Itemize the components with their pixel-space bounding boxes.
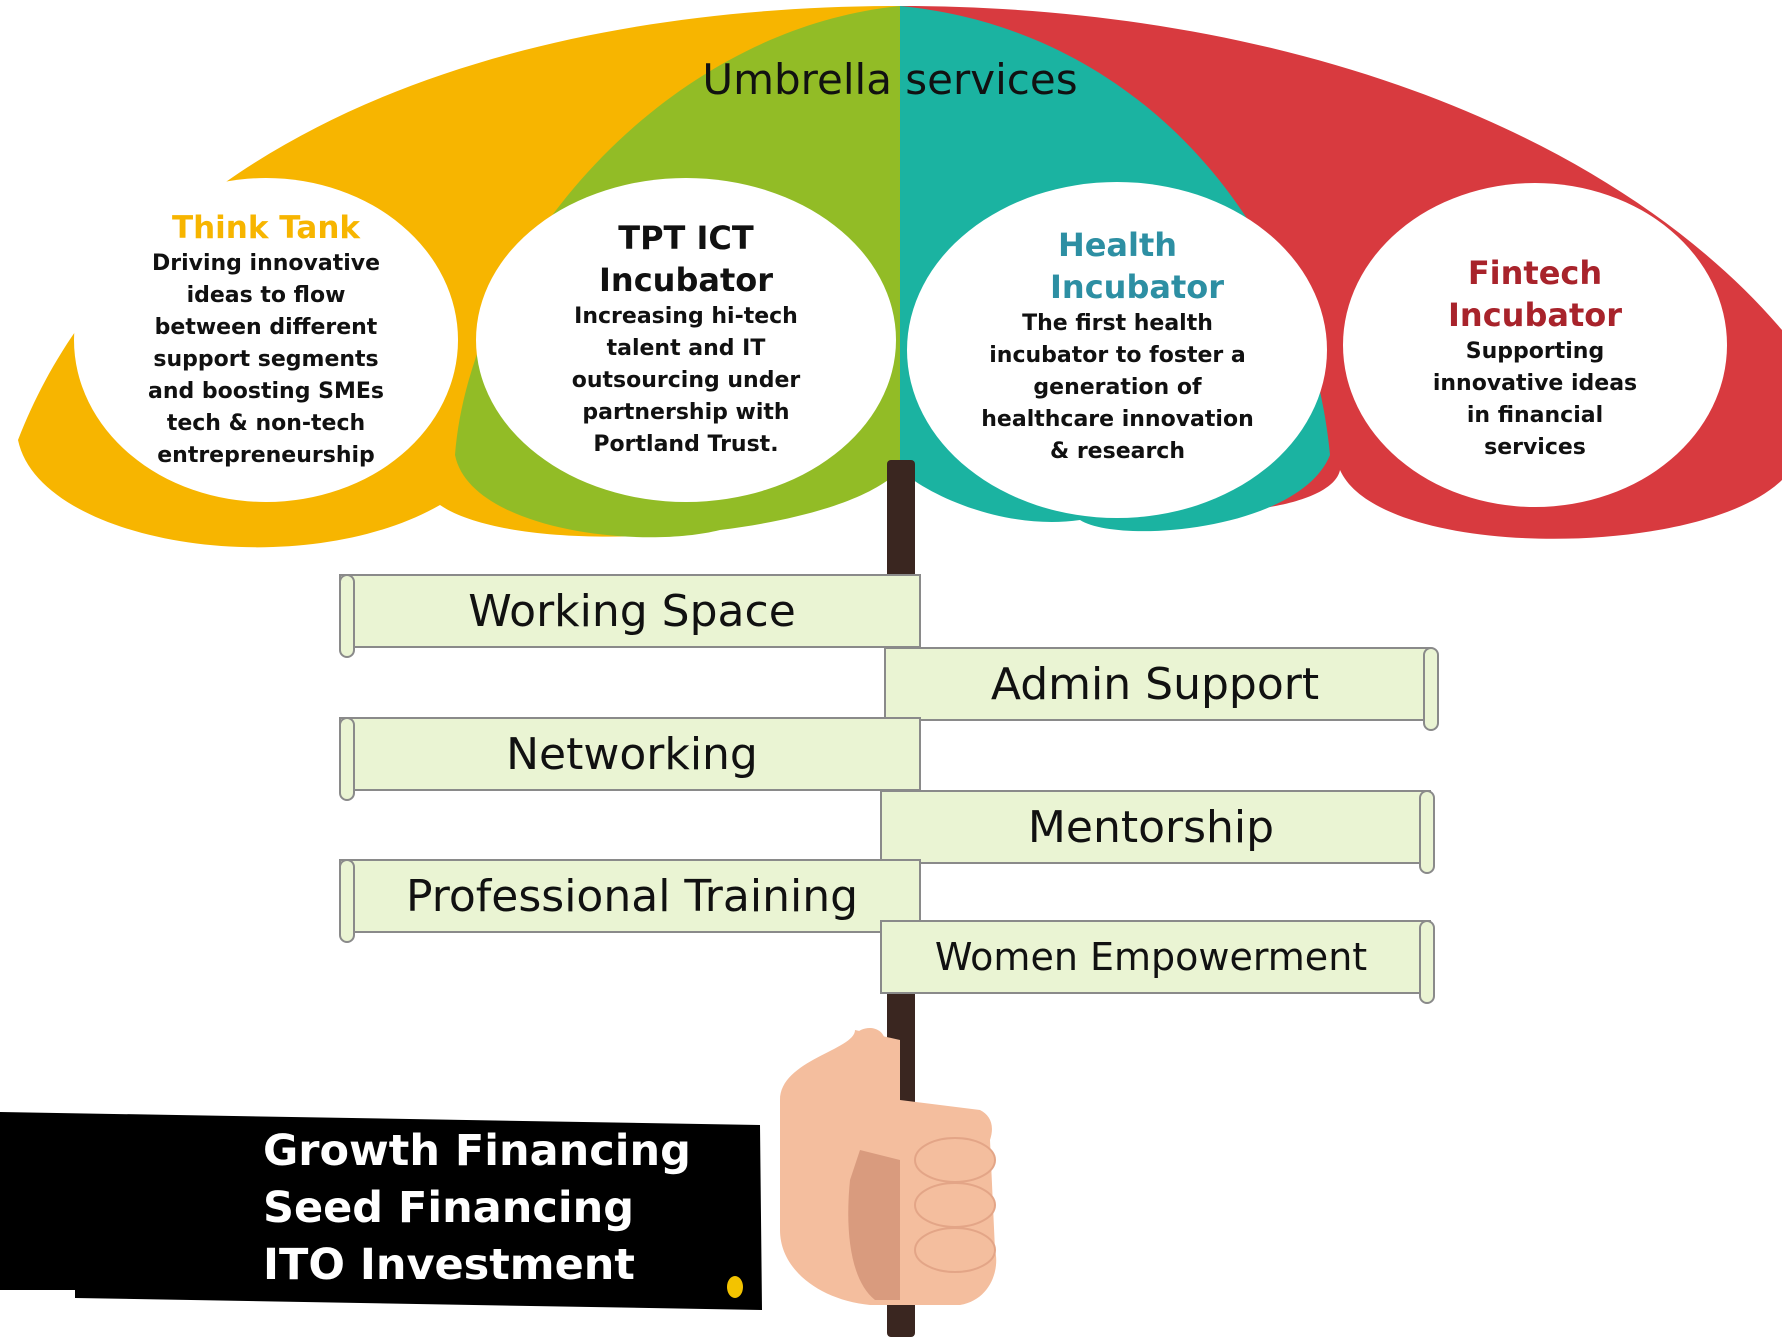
think-tank-block: Think Tank Driving innovative ideas to f…	[148, 208, 384, 472]
sign-professional-training	[339, 859, 921, 943]
financing-item-seed: Seed Financing	[263, 1183, 635, 1233]
sign-women-empowerment	[880, 920, 1435, 1004]
health-block: Health Incubator The first health incuba…	[980, 225, 1255, 468]
fintech-name: Fintech Incubator	[1448, 254, 1622, 334]
tape-dot	[727, 1276, 743, 1298]
health-name: Health Incubator	[1050, 226, 1224, 306]
think-tank-name: Think Tank	[171, 210, 361, 246]
sign-mentorship	[880, 790, 1435, 874]
page-title: Umbrella services	[702, 55, 1078, 104]
fintech-description: Supporting innovative ideas in financial…	[1432, 339, 1638, 460]
think-tank-bubble	[74, 178, 458, 502]
financing-item-growth: Growth Financing	[263, 1126, 691, 1176]
women-empowerment-label: Women Empowerment	[934, 935, 1368, 979]
sign-working-space	[339, 574, 921, 658]
health-description: The first health incubator to foster a g…	[981, 311, 1254, 464]
think-tank-description: Driving innovative ideas to flow between…	[148, 251, 384, 468]
admin-support-label: Admin Support	[990, 659, 1320, 710]
ict-description: Increasing hi-tech talent and IT outsour…	[571, 304, 801, 457]
ict-bubble	[476, 178, 896, 502]
sign-admin-support	[884, 647, 1439, 731]
sign-networking	[339, 717, 921, 801]
ict-block: TPT ICT Incubator Increasing hi-tech tal…	[560, 218, 812, 461]
fintech-block: Fintech Incubator Supporting innovative …	[1420, 253, 1650, 464]
ict-name: TPT ICT Incubator	[599, 219, 773, 299]
working-space-label: Working Space	[468, 586, 796, 637]
financing-box	[0, 1112, 762, 1310]
financing-item-ito: ITO Investment	[263, 1240, 635, 1290]
hand-icon	[780, 1028, 997, 1305]
fintech-bubble	[1343, 183, 1727, 507]
networking-label: Networking	[506, 729, 758, 780]
health-bubble	[907, 182, 1327, 518]
professional-training-label: Professional Training	[405, 871, 859, 922]
mentorship-label: Mentorship	[1027, 802, 1275, 853]
